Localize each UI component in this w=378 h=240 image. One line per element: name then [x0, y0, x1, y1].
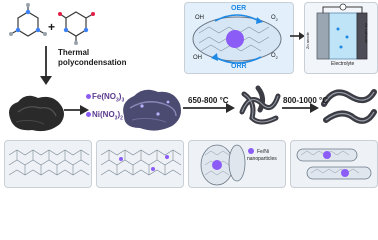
plus-sign: +	[48, 20, 56, 34]
doped-lattice-image	[100, 149, 182, 176]
ni-salt-label: Ni(NO3)2	[86, 110, 123, 122]
nanotube-catalyst-image	[192, 14, 282, 64]
o2-bottom-label: O2	[271, 53, 278, 61]
nanoparticle-label-line2: nanoparticles	[247, 156, 277, 162]
purple-powder-image	[123, 89, 181, 131]
diagram-canvas: + Thermal polycondensation Fe(NO3)3 Ni(N…	[4, 2, 378, 188]
zinc-air-battery-panel: Electrolyte Zn anode Air cathode	[304, 2, 378, 74]
black-powder-image	[9, 95, 64, 132]
anode-label: Zn anode	[305, 32, 310, 49]
battery-diagram	[316, 3, 368, 60]
graphitic-tubes-image	[296, 148, 372, 180]
precursor-molecules	[9, 3, 95, 45]
nanotube-with-particles-image	[200, 144, 254, 186]
arrow-right-icon-2	[183, 103, 235, 113]
thermal-label-line1: Thermal	[58, 48, 90, 57]
down-arrow-icon	[40, 46, 52, 85]
electrolyte-label: Electrolyte	[331, 61, 355, 67]
oer-label: OER	[231, 5, 247, 12]
ligand-molecule	[58, 11, 95, 45]
graphitic-tube-structure-panel	[290, 140, 378, 188]
fe-salt-label: Fe(NO3)3	[86, 92, 124, 104]
cathode-label: Air cathode	[364, 23, 369, 44]
nanotube-cluster-image	[239, 85, 281, 125]
temperature-label-2: 800-1000 °C	[283, 96, 329, 105]
orr-label: ORR	[231, 63, 247, 70]
oh-bottom-label: OH	[193, 55, 202, 61]
thermal-label-line2: polycondensation	[58, 58, 127, 67]
melamine-molecule	[9, 3, 47, 37]
temperature-label-1: 650-800 °C	[188, 96, 229, 105]
metal-doped-structure-panel	[96, 140, 184, 188]
long-nanotube-image	[321, 89, 377, 124]
g-c3n4-structure-panel	[4, 140, 92, 188]
o2-top-label: O2	[271, 15, 278, 23]
nanoparticle-label-line1: Fe/Ni	[257, 149, 269, 155]
nanotube-structure-panel: Fe/Ni nanoparticles	[188, 140, 286, 188]
arrow-right-icon-3	[282, 103, 319, 113]
ni-dot-icon	[86, 112, 91, 117]
arrow-to-battery-icon	[290, 32, 305, 40]
electrocatalysis-panel: OER ORR OH OH O2 O2	[184, 2, 294, 74]
lattice-structure-image	[8, 149, 90, 176]
process-arrows	[64, 103, 319, 115]
oh-top-label: OH	[195, 15, 204, 21]
arrow-right-icon-1	[64, 105, 89, 115]
fe-dot-icon	[86, 94, 91, 99]
